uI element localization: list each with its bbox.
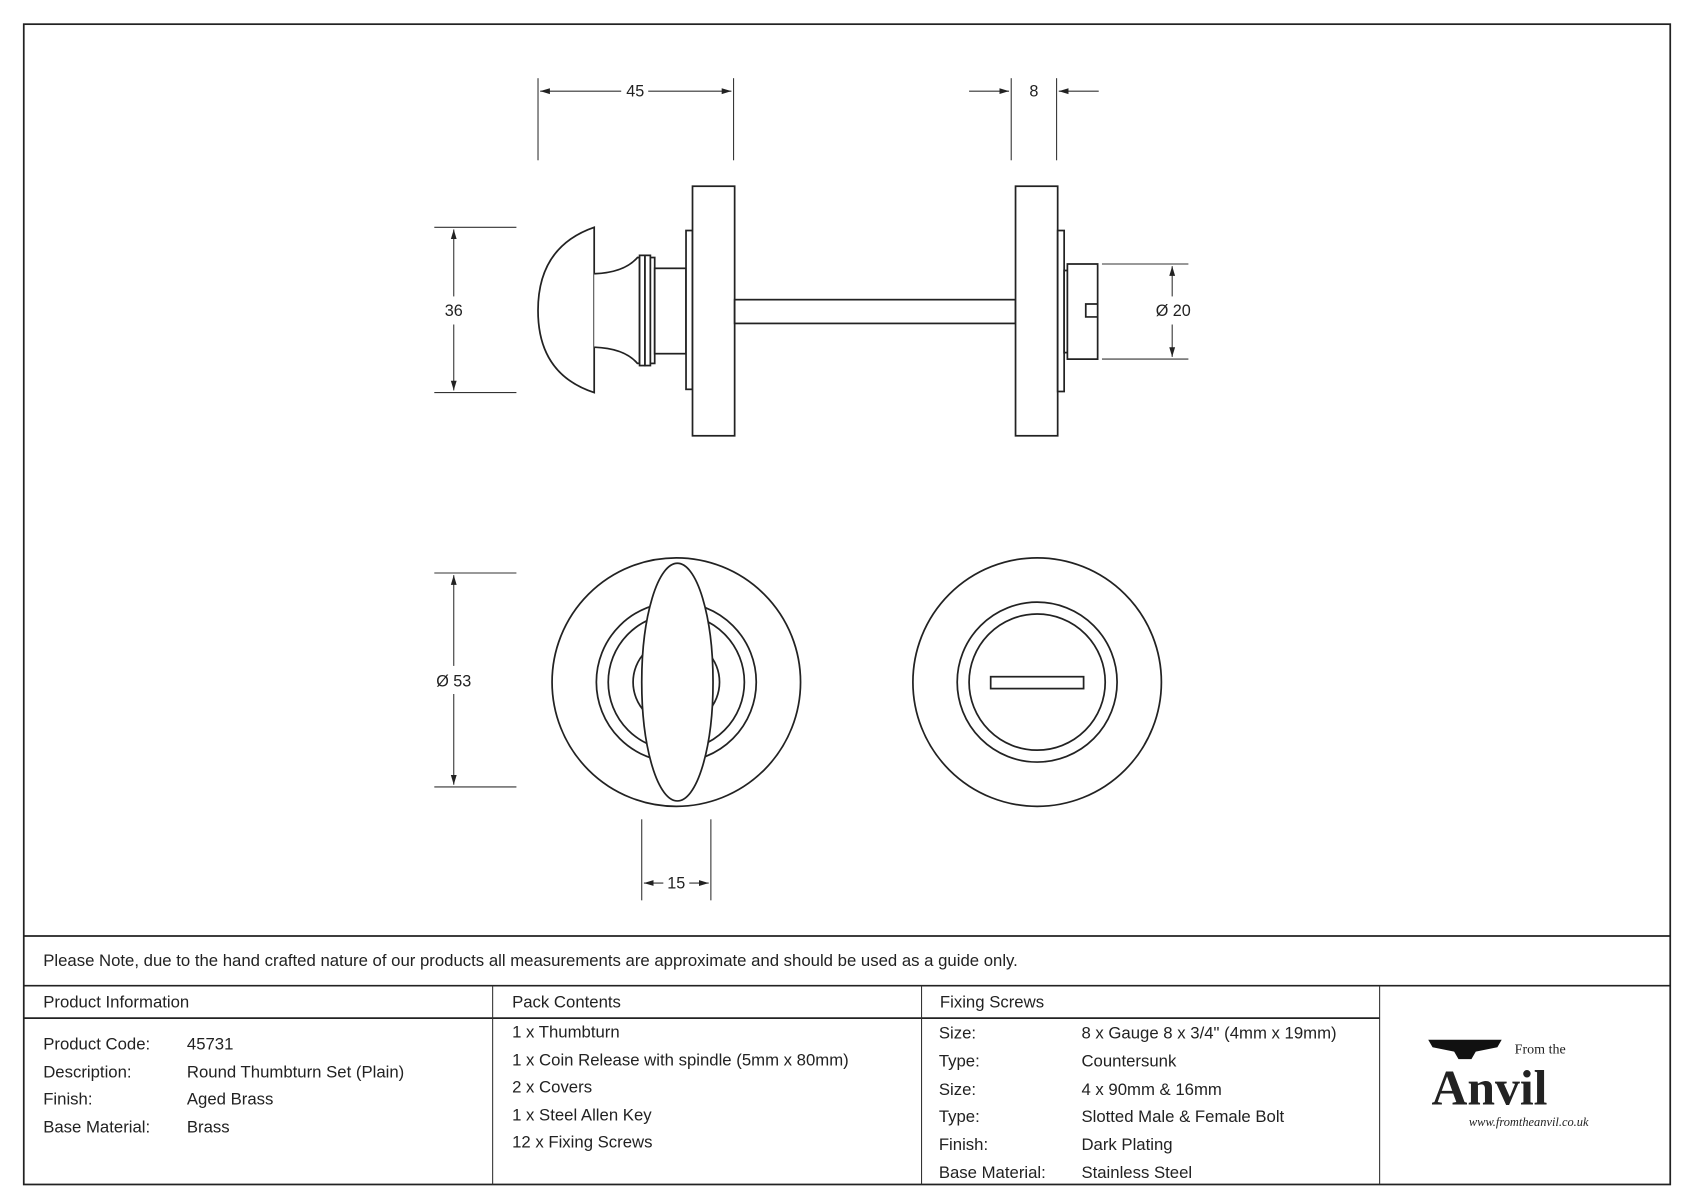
list-item: 1 x Thumbturn (512, 1023, 620, 1042)
product-information: Product Code: 45731 Description: Round T… (43, 1034, 404, 1136)
sheet-border (22, 23, 1672, 1186)
thumbturn-rose-front (551, 557, 802, 808)
pack-contents: 1 x Thumbturn 1 x Coin Release with spin… (512, 1023, 849, 1152)
left-rose (691, 185, 736, 437)
product-information-heading: Product Information (43, 992, 189, 1011)
list-item: 12 x Fixing Screws (512, 1133, 652, 1152)
value: 8 x Gauge 8 x 3/4" (4mm x 19mm) (1081, 1024, 1336, 1043)
dim-8: 8 (1029, 83, 1038, 101)
coin-release-bolt (1066, 263, 1099, 360)
coin-slot (989, 675, 1085, 690)
value: Aged Brass (187, 1090, 274, 1109)
label: Size: (939, 1080, 976, 1099)
value: Stainless Steel (1081, 1163, 1192, 1182)
value: Slotted Male & Female Bolt (1081, 1107, 1284, 1126)
label: Description: (43, 1063, 131, 1082)
logo-url: www.fromtheanvil.co.uk (1469, 1115, 1589, 1129)
value: Countersunk (1081, 1052, 1177, 1071)
dim-36: 36 (445, 302, 463, 320)
front-views: Ø 53 15 (434, 557, 1163, 901)
value: Round Thumbturn Set (Plain) (187, 1063, 404, 1082)
label: Size: (939, 1024, 976, 1043)
fixing-screws-heading: Fixing Screws (940, 992, 1044, 1011)
logo-top-text: From the (1515, 1042, 1566, 1058)
label: Finish: (939, 1135, 988, 1154)
label: Finish: (43, 1090, 92, 1109)
thumbturn-knob (537, 226, 596, 394)
value: 45731 (187, 1034, 234, 1053)
label: Product Code: (43, 1034, 150, 1053)
anvil-icon (1428, 1039, 1502, 1060)
label: Type: (939, 1107, 980, 1126)
logo-main-text: Anvil (1431, 1061, 1547, 1116)
label: Type: (939, 1052, 980, 1071)
list-item: 1 x Steel Allen Key (512, 1106, 652, 1125)
fixing-screws: Size: 8 x Gauge 8 x 3/4" (4mm x 19mm) Ty… (939, 1024, 1337, 1182)
spindle (733, 298, 1017, 325)
coin-release-rose-front (912, 557, 1163, 808)
label: Base Material: (939, 1163, 1046, 1182)
dim-diameter-20: Ø 20 (1156, 302, 1191, 320)
list-item: 1 x Coin Release with spindle (5mm x 80m… (512, 1051, 849, 1070)
label: Base Material: (43, 1118, 150, 1137)
dim-45: 45 (626, 83, 644, 101)
from-the-anvil-logo: From the Anvil www.fromtheanvil.co.uk (1428, 1039, 1589, 1129)
list-item: 2 x Covers (512, 1078, 592, 1097)
info-table: Please Note, due to the hand crafted nat… (23, 935, 1671, 1185)
thumbturn-oval (640, 562, 714, 802)
value: Brass (187, 1118, 230, 1137)
dim-diameter-53: Ø 53 (436, 672, 471, 690)
dim-15: 15 (667, 874, 685, 892)
pack-contents-heading: Pack Contents (512, 992, 621, 1011)
value: Dark Plating (1081, 1135, 1172, 1154)
value: 4 x 90mm & 16mm (1081, 1080, 1221, 1099)
side-view: 45 8 36 Ø 20 (434, 78, 1191, 437)
right-rose (1014, 185, 1059, 437)
disclaimer-note: Please Note, due to the hand crafted nat… (43, 951, 1018, 970)
